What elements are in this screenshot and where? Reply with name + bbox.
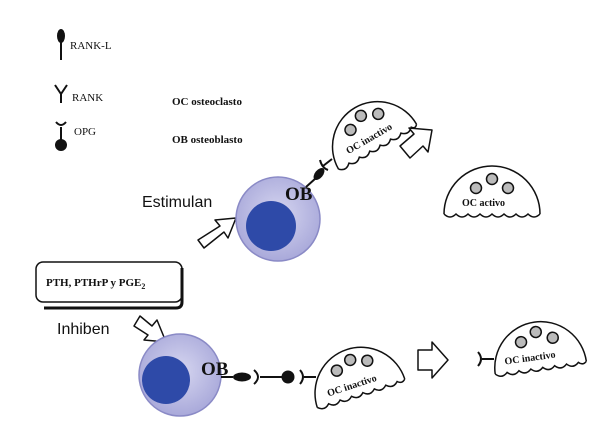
inhibit-arrow-icon — [133, 315, 167, 343]
rankl-top-icon — [305, 168, 325, 188]
rank-bottom-icon — [299, 369, 316, 385]
rank-right-icon — [477, 351, 494, 367]
rankl-bottom-icon — [221, 372, 251, 382]
stimulate-label: Estimulan — [142, 194, 212, 211]
hormone-box: PTH, PTHrP y PGE2 — [35, 261, 184, 310]
osteoclast-active: OC activo — [443, 165, 541, 218]
opg-symbol-icon — [55, 121, 67, 151]
osteoblast-bottom: OB — [138, 333, 229, 417]
opg-bound-icon — [253, 369, 295, 385]
osteoclast-inactive-right: OC inactivo — [494, 320, 588, 377]
activation-arrow-icon — [399, 127, 433, 159]
legend-opg-label: OPG — [74, 126, 96, 138]
inhibit-label: Inhiben — [57, 321, 110, 338]
hormone-label: PTH, PTHrP y PGE2 — [46, 277, 145, 291]
osteoblast-top: OB — [235, 176, 321, 262]
rank-top-icon — [319, 158, 333, 171]
rankl-symbol-icon — [57, 29, 65, 60]
stimulate-arrow-icon — [197, 217, 237, 249]
legend-rank-label: RANK — [72, 92, 103, 104]
key-ob-label: OB osteoblasto — [172, 134, 243, 146]
no-activation-arrow-icon — [417, 341, 449, 379]
legend-rankl-label: RANK-L — [70, 40, 112, 52]
oc-active-label: OC activo — [462, 198, 505, 209]
osteoclast-inactive-top: OC inactivo — [331, 100, 418, 171]
key-oc-label: OC osteoclasto — [172, 96, 242, 108]
ob-top-label: OB — [285, 184, 313, 205]
osteoclast-inactive-bottom: OC inactivo — [314, 346, 406, 410]
rank-symbol-icon — [54, 84, 68, 103]
legend: RANK-L RANK OPG OC osteoclasto OB osteob… — [54, 29, 243, 151]
ob-bottom-label: OB — [201, 359, 229, 380]
